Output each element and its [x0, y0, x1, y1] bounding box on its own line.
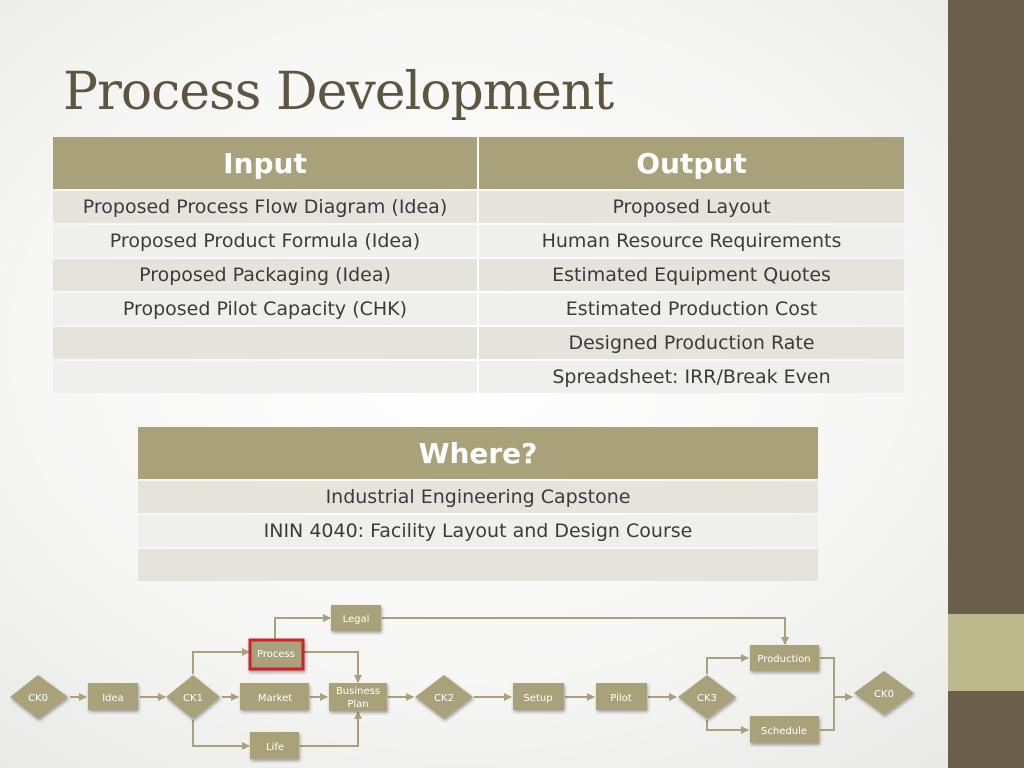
table-header-row: Where? [138, 427, 818, 479]
table-row: Proposed Product Formula (Idea) Human Re… [53, 225, 904, 257]
flow-node-process: Process [248, 638, 305, 671]
input-cell [53, 327, 477, 359]
flow-node-ck1: CK1 [166, 675, 220, 719]
svg-text:CK1: CK1 [183, 693, 203, 704]
input-cell: Proposed Pilot Capacity (CHK) [53, 293, 477, 325]
table-row: Spreadsheet: IRR/Break Even [53, 361, 904, 393]
connector-arrow [192, 720, 250, 750]
side-bar-accent [948, 614, 1024, 691]
svg-text:Plan: Plan [347, 699, 368, 710]
output-cell: Human Resource Requirements [479, 225, 904, 257]
svg-text:Market: Market [258, 693, 292, 704]
svg-text:Life: Life [266, 742, 284, 753]
connector-arrow [303, 651, 362, 683]
flow-node-idea: Idea [88, 683, 138, 710]
input-cell: Proposed Product Formula (Idea) [53, 225, 477, 257]
svg-text:Schedule: Schedule [761, 726, 807, 737]
flow-node-business-plan: Business Plan [329, 683, 387, 711]
svg-text:Production: Production [757, 654, 810, 665]
connector-arrow [706, 654, 749, 674]
svg-text:Process: Process [257, 649, 295, 660]
table-row: ININ 4040: Facility Layout and Design Co… [138, 515, 818, 547]
where-cell: Industrial Engineering Capstone [138, 481, 818, 513]
svg-text:CK2: CK2 [434, 693, 454, 704]
output-header: Output [479, 137, 904, 189]
svg-text:CK3: CK3 [697, 693, 717, 704]
side-bar [948, 0, 1024, 768]
table-row: Industrial Engineering Capstone [138, 481, 818, 513]
flow-node-ck3: CK3 [678, 675, 736, 719]
svg-text:Business: Business [336, 686, 380, 697]
output-cell: Estimated Equipment Quotes [479, 259, 904, 291]
connector-line [820, 657, 835, 697]
svg-text:Setup: Setup [523, 693, 552, 704]
input-output-table: Input Output Proposed Process Flow Diagr… [51, 135, 906, 395]
table-header-row: Input Output [53, 137, 904, 189]
table-row: Proposed Packaging (Idea) Estimated Equi… [53, 259, 904, 291]
flow-node-ck0-start: CK0 [10, 675, 68, 719]
where-table: Where? Industrial Engineering Capstone I… [136, 425, 820, 583]
connector-arrow [706, 720, 749, 734]
flow-node-pilot: Pilot [596, 683, 647, 710]
input-cell: Proposed Packaging (Idea) [53, 259, 477, 291]
input-header: Input [53, 137, 477, 189]
flow-node-schedule: Schedule [750, 716, 819, 743]
connector-line [820, 697, 835, 731]
output-cell: Proposed Layout [479, 191, 904, 223]
output-cell: Estimated Production Cost [479, 293, 904, 325]
flow-node-ck0-end: CK0 [854, 671, 914, 715]
flow-connectors [70, 614, 853, 750]
svg-text:Pilot: Pilot [610, 693, 631, 704]
slide-title: Process Development [63, 62, 614, 122]
where-cell [138, 549, 818, 581]
output-cell: Designed Production Rate [479, 327, 904, 359]
svg-text:CK0: CK0 [28, 693, 48, 704]
input-cell [53, 361, 477, 393]
connector-arrow [274, 614, 331, 640]
flow-node-market: Market [240, 683, 309, 710]
output-cell: Spreadsheet: IRR/Break Even [479, 361, 904, 393]
flow-node-ck2: CK2 [415, 675, 473, 719]
svg-text:Idea: Idea [102, 693, 124, 704]
flow-node-production: Production [750, 645, 819, 671]
where-cell: ININ 4040: Facility Layout and Design Co… [138, 515, 818, 547]
table-row: Proposed Pilot Capacity (CHK) Estimated … [53, 293, 904, 325]
connector-arrow [192, 648, 250, 674]
input-cell: Proposed Process Flow Diagram (Idea) [53, 191, 477, 223]
table-row: Designed Production Rate [53, 327, 904, 359]
flow-node-life: Life [250, 732, 299, 759]
connector-arrow [300, 711, 362, 747]
connector-arrow [382, 617, 789, 645]
where-header: Where? [138, 427, 818, 479]
table-row [138, 549, 818, 581]
svg-text:CK0: CK0 [874, 689, 894, 700]
process-flow-diagram: CK0 Idea CK1 Legal Process Market Life [10, 605, 914, 759]
flow-node-setup: Setup [513, 683, 564, 710]
table-row: Proposed Process Flow Diagram (Idea) Pro… [53, 191, 904, 223]
flow-node-legal: Legal [331, 605, 381, 631]
svg-text:Legal: Legal [343, 614, 370, 625]
